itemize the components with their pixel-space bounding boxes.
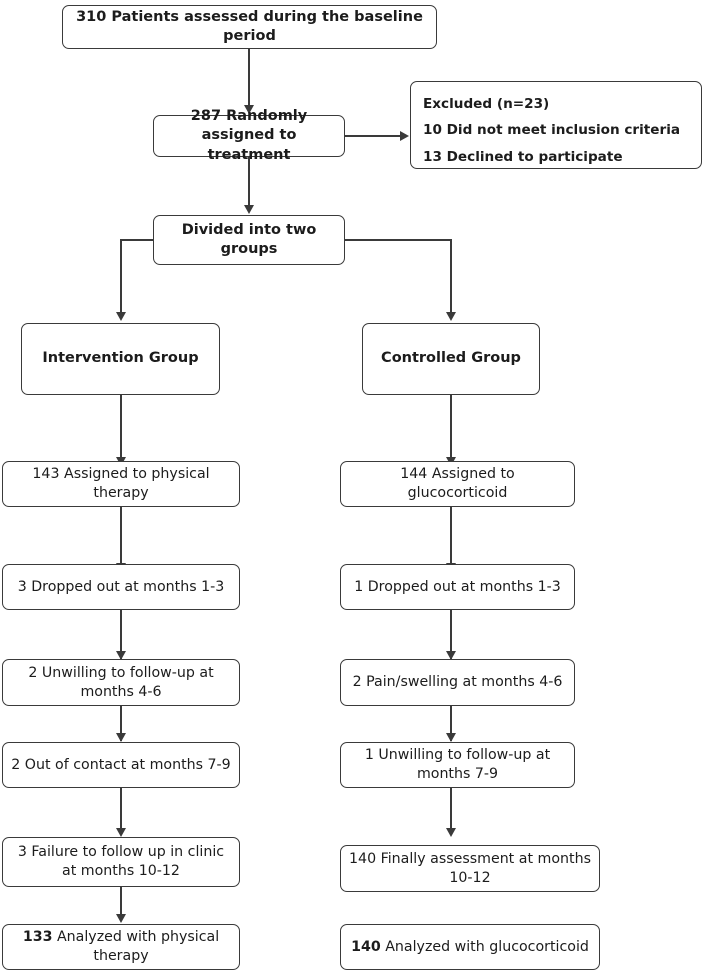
node-right-step-1-label: 144 Assigned to glucocorticoid xyxy=(400,466,515,501)
connector-left-step1-to-step2 xyxy=(120,507,122,565)
arrowhead-divided-to-controlled xyxy=(445,312,456,321)
connector-randomized-to-excluded xyxy=(345,135,402,137)
node-right-step-5-label: 140 Finally assessment at months 10-12 xyxy=(349,850,591,886)
node-left-result-label: Analyzed with physical therapy xyxy=(56,929,220,964)
connector-divided-right-horizontal xyxy=(344,239,451,241)
connector-divided-right-vertical xyxy=(450,239,452,314)
connector-right-step3-to-step4 xyxy=(450,706,452,741)
connector-left-step5-to-result xyxy=(120,887,122,919)
connector-divided-left-vertical xyxy=(120,239,122,314)
controlled-group-label: Controlled Group xyxy=(381,350,521,367)
node-left-result-count: 133 xyxy=(22,929,53,946)
arrowhead-left-step4 xyxy=(115,733,126,742)
node-right-step-3: 2 Pain/swelling at months 4-6 xyxy=(340,659,575,706)
node-left-step-2-label: 3 Dropped out at months 1-3 xyxy=(17,578,225,595)
connector-randomized-to-divided xyxy=(248,157,250,206)
arrowhead-right-step4 xyxy=(445,733,456,742)
connector-right-step4-to-step5 xyxy=(450,788,452,833)
connector-left-step4-to-step5 xyxy=(120,788,122,833)
node-randomly-assigned-label: 287 Randomly assigned to treatment xyxy=(190,108,308,163)
connector-divided-left-horizontal xyxy=(120,239,154,241)
excluded-line-declined: 13 Declined to participate xyxy=(423,149,623,166)
node-controlled-group: Controlled Group xyxy=(362,323,540,395)
node-randomly-assigned: 287 Randomly assigned to treatment xyxy=(153,108,345,163)
node-divided-two-groups-label: Divided into two groups xyxy=(181,221,317,257)
node-right-step-2-label: 1 Dropped out at months 1-3 xyxy=(354,578,561,595)
connector-right-step2-to-step3 xyxy=(450,610,452,660)
excluded-line-inclusion: 10 Did not meet inclusion criteria xyxy=(423,122,681,139)
connector-baseline-to-randomized xyxy=(248,49,250,106)
node-left-step-3-label: 2 Unwilling to follow-up at months 4-6 xyxy=(28,664,214,700)
arrowhead-baseline-to-randomized xyxy=(243,105,254,114)
arrowhead-divided-to-intervention xyxy=(115,312,126,321)
node-left-step-3: 2 Unwilling to follow-up at months 4-6 xyxy=(2,659,240,706)
intervention-group-label: Intervention Group xyxy=(42,350,199,367)
node-left-step-5-label: 3 Failure to follow up in clinic at mont… xyxy=(17,844,225,879)
connector-right-group-to-step1 xyxy=(450,395,452,459)
node-right-result-analyzed: 140 Analyzed with glucocorticoid xyxy=(340,924,600,970)
arrowhead-right-step3 xyxy=(445,651,456,660)
connector-left-step2-to-step3 xyxy=(120,610,122,660)
arrowhead-left-step5 xyxy=(115,828,126,837)
arrowhead-left-result xyxy=(115,914,126,923)
connector-left-group-to-step1 xyxy=(120,395,122,459)
node-left-step-4-label: 2 Out of contact at months 7-9 xyxy=(11,756,231,773)
arrowhead-randomized-to-divided xyxy=(243,205,254,214)
connector-left-step3-to-step4 xyxy=(120,706,122,741)
node-baseline-assessed-label: 310 Patients assessed during the baselin… xyxy=(76,8,423,44)
node-right-result-count: 140 xyxy=(351,938,381,955)
node-left-result-analyzed: 133 Analyzed with physical therapy xyxy=(2,924,240,970)
node-right-step-2: 1 Dropped out at months 1-3 xyxy=(340,564,575,610)
node-right-result-wrapper: 140 Analyzed with glucocorticoid xyxy=(351,938,589,957)
node-left-step-1-label: 143 Assigned to physical therapy xyxy=(32,466,210,501)
arrowhead-left-step3 xyxy=(115,651,126,660)
node-right-step-1: 144 Assigned to glucocorticoid xyxy=(340,461,575,507)
connector-right-step1-to-step2 xyxy=(450,507,452,565)
excluded-line-total: Excluded (n=23) xyxy=(423,95,550,112)
node-left-step-5: 3 Failure to follow up in clinic at mont… xyxy=(2,837,240,887)
node-right-step-3-label: 2 Pain/swelling at months 4-6 xyxy=(352,674,563,691)
node-intervention-group: Intervention Group xyxy=(21,323,220,395)
node-right-result-label: Analyzed with glucocorticoid xyxy=(385,938,589,955)
node-right-step-4: 1 Unwilling to follow-up at months 7-9 xyxy=(340,742,575,788)
node-left-step-2: 3 Dropped out at months 1-3 xyxy=(2,564,240,610)
node-left-result-wrapper: 133 Analyzed with physical therapy xyxy=(11,928,231,965)
node-left-step-1: 143 Assigned to physical therapy xyxy=(2,461,240,507)
node-baseline-assessed: 310 Patients assessed during the baselin… xyxy=(62,5,437,49)
node-divided-two-groups: Divided into two groups xyxy=(153,215,345,265)
arrowhead-randomized-to-excluded xyxy=(400,130,409,141)
node-right-step-4-label: 1 Unwilling to follow-up at months 7-9 xyxy=(364,747,551,782)
arrowhead-right-step5 xyxy=(445,828,456,837)
node-left-step-4: 2 Out of contact at months 7-9 xyxy=(2,742,240,788)
node-right-step-5: 140 Finally assessment at months 10-12 xyxy=(340,845,600,892)
node-excluded: Excluded (n=23) 10 Did not meet inclusio… xyxy=(410,81,702,169)
